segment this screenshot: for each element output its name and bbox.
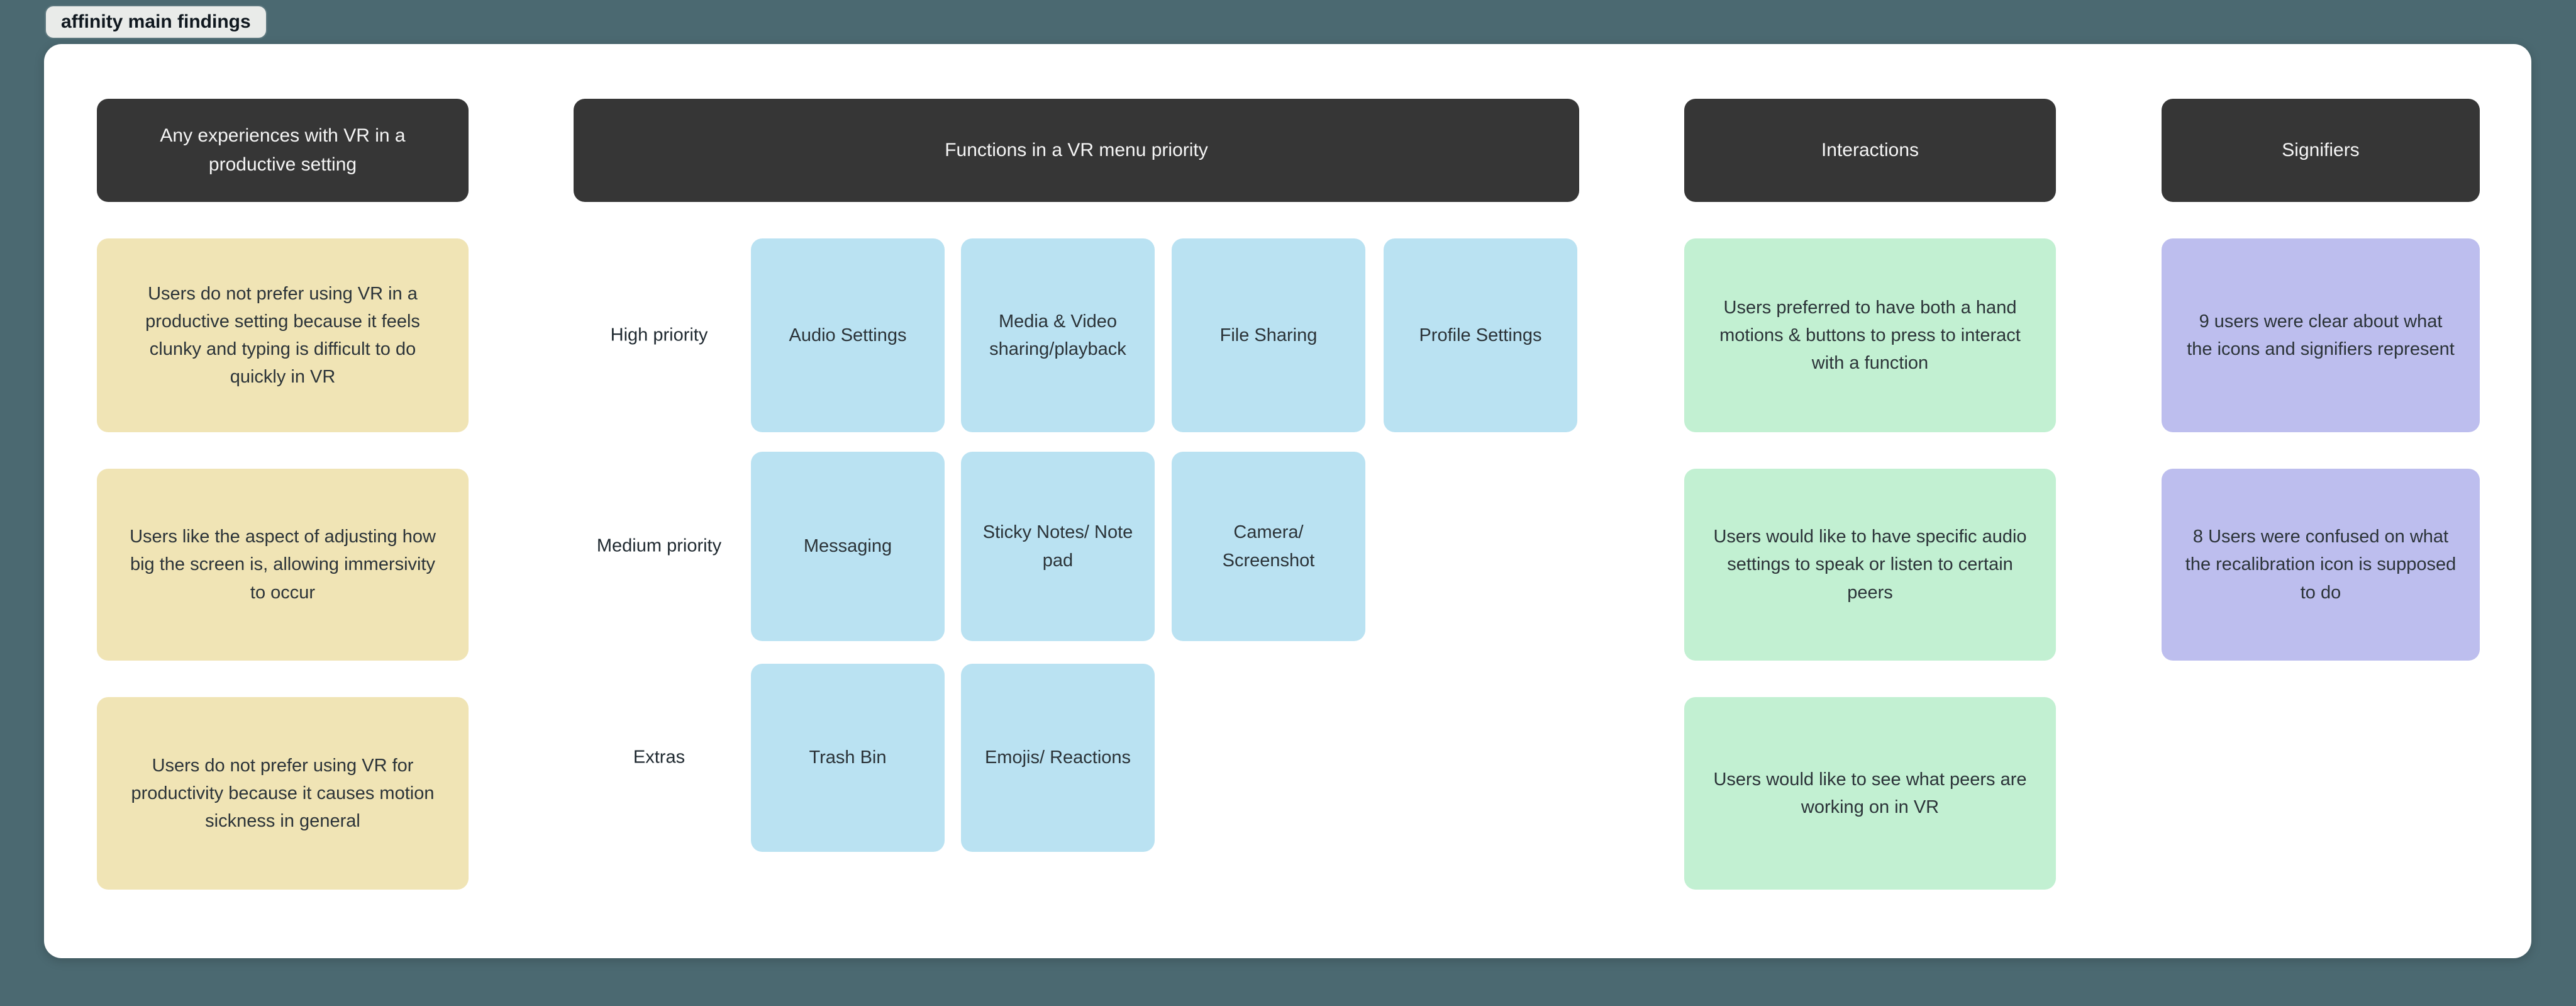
column-header-functions[interactable]: Functions in a VR menu priority [574,99,1579,202]
sticky-note-sticky-notes-notepad[interactable]: Sticky Notes/ Note pad [961,452,1155,641]
sticky-note-emojis-reactions[interactable]: Emojis/ Reactions [961,664,1155,852]
page-tab[interactable]: affinity main findings [46,6,266,38]
sticky-note-see-peers-working[interactable]: Users would like to see what peers are w… [1684,697,2056,890]
column-header-signifiers[interactable]: Signifiers [2162,99,2480,202]
sticky-note-profile-settings[interactable]: Profile Settings [1384,238,1577,432]
sticky-note-motion-sickness[interactable]: Users do not prefer using VR for product… [97,697,469,890]
sticky-note-screen-size-immersivity[interactable]: Users like the aspect of adjusting how b… [97,469,469,661]
row-label-high-priority[interactable]: High priority [610,325,708,345]
row-label-extras[interactable]: Extras [633,747,686,768]
sticky-note-specific-audio-settings[interactable]: Users would like to have specific audio … [1684,469,2056,661]
sticky-note-camera-screenshot[interactable]: Camera/ Screenshot [1172,452,1365,641]
row-label-medium-priority[interactable]: Medium priority [596,535,722,556]
whiteboard-canvas: Any experiences with VR in a productive … [44,44,2531,958]
sticky-note-recalibration-confused[interactable]: 8 Users were confused on what the recali… [2162,469,2480,661]
sticky-note-media-video-sharing[interactable]: Media & Video sharing/playback [961,238,1155,432]
sticky-note-audio-settings[interactable]: Audio Settings [751,238,945,432]
column-header-experiences[interactable]: Any experiences with VR in a productive … [97,99,469,202]
page-tab-label: affinity main findings [61,11,251,32]
sticky-note-trash-bin[interactable]: Trash Bin [751,664,945,852]
sticky-note-icons-clear[interactable]: 9 users were clear about what the icons … [2162,238,2480,432]
sticky-note-file-sharing[interactable]: File Sharing [1172,238,1365,432]
sticky-note-messaging[interactable]: Messaging [751,452,945,641]
sticky-note-vr-clunky-typing[interactable]: Users do not prefer using VR in a produc… [97,238,469,432]
sticky-note-hand-motions-buttons[interactable]: Users preferred to have both a hand moti… [1684,238,2056,432]
column-header-interactions[interactable]: Interactions [1684,99,2056,202]
